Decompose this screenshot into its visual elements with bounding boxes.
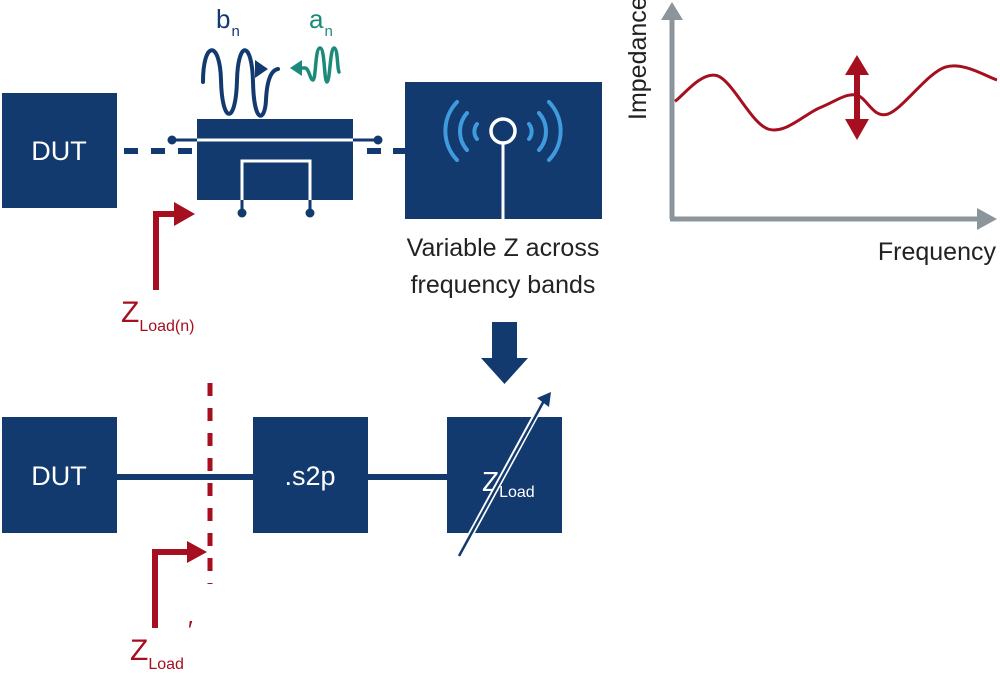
zload-n-label: ZLoad(n) bbox=[121, 296, 194, 335]
variable-arrow-head bbox=[537, 392, 551, 407]
y-axis-label: Impedance bbox=[624, 0, 652, 120]
s2p-box bbox=[253, 417, 368, 533]
coupled-port-dot-left bbox=[237, 208, 247, 218]
x-axis-label: Frequency bbox=[878, 238, 997, 266]
outgoing-wave-icon bbox=[201, 48, 280, 118]
signal-arc-left-outer bbox=[443, 100, 459, 162]
bottom-dut-box bbox=[2, 417, 117, 533]
incoming-wave-icon bbox=[290, 46, 341, 84]
y-axis-arrowhead bbox=[661, 2, 683, 20]
coupler-port-dot-right bbox=[373, 135, 383, 145]
zload-n-arrow-shaft bbox=[153, 211, 178, 290]
zload-block: ZLoad bbox=[447, 392, 562, 558]
antenna-caption-line1: Variable Z across bbox=[407, 234, 600, 262]
b-wave-arrowhead bbox=[255, 60, 268, 78]
zload-prime-reference-arrow bbox=[152, 541, 207, 628]
zload-n-arrowhead bbox=[174, 202, 195, 226]
bottom-dut-block: DUT bbox=[2, 417, 117, 533]
signal-arc-left-middle bbox=[458, 111, 469, 152]
directional-coupler-icon bbox=[167, 119, 383, 218]
b-wave-path bbox=[201, 48, 280, 118]
zload-prime-arrowhead bbox=[187, 541, 207, 563]
double-arrow-up-head bbox=[845, 55, 869, 75]
antenna-icon bbox=[443, 100, 563, 162]
zload-prime-arrow-shaft bbox=[152, 549, 190, 628]
impedance-curve bbox=[674, 64, 998, 132]
signal-arc-right-middle bbox=[537, 111, 548, 152]
a-wave-path bbox=[298, 46, 341, 84]
a-wave-arrowhead bbox=[290, 60, 302, 76]
coupler-coupled-line bbox=[240, 159, 312, 213]
variable-arrow-shaft bbox=[457, 396, 548, 557]
variable-arrow-icon bbox=[456, 392, 551, 558]
signal-arc-right-inner bbox=[527, 122, 534, 141]
signal-arc-right-outer bbox=[547, 100, 563, 162]
zload-prime-label: ZLoad′ bbox=[130, 615, 193, 673]
signal-arc-left-inner bbox=[472, 122, 479, 141]
bottom-dut-label: DUT bbox=[31, 461, 87, 491]
top-dut-label: DUT bbox=[31, 136, 87, 166]
top-dut-box bbox=[2, 93, 117, 208]
coupler-port-dot-left bbox=[167, 135, 177, 145]
impedance-chart: Impedance Frequency bbox=[624, 0, 998, 266]
antenna-caption-line2: frequency bands bbox=[411, 271, 596, 299]
s2p-label: .s2p bbox=[284, 461, 335, 491]
top-dut-block: DUT bbox=[2, 93, 117, 208]
b-n-label: bn bbox=[216, 4, 240, 40]
zload-n-reference-arrow bbox=[153, 202, 195, 290]
s2p-block: .s2p bbox=[253, 417, 368, 533]
double-arrow-vertical-icon bbox=[845, 55, 869, 140]
coupled-port-dot-right bbox=[305, 208, 315, 218]
antenna-block bbox=[405, 82, 602, 219]
double-arrow-down-head bbox=[845, 119, 869, 140]
a-n-label: an bbox=[309, 4, 333, 40]
arrow-down-icon bbox=[481, 322, 528, 384]
x-axis-arrowhead bbox=[977, 208, 997, 230]
